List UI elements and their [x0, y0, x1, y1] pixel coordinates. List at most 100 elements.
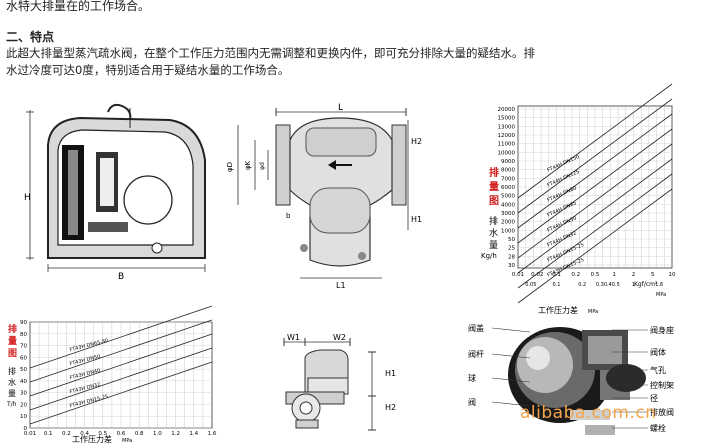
chart2-ylabel-1: 排 — [8, 366, 16, 376]
chart1-series-line — [517, 113, 673, 229]
chart1-ytick: 20000 — [498, 107, 516, 113]
chart2-ylabel-3: 量 — [8, 389, 16, 398]
chart1-ylabel-1: 排 — [489, 215, 498, 227]
chart1-xtick-mpa: 0.2 — [578, 282, 586, 288]
chart1-xtick-mpa: 0.1 — [553, 282, 561, 288]
chart1-ytick: 9000 — [501, 159, 515, 165]
chart2-ytick: 30 — [20, 391, 27, 397]
chart1-xtick: 2 — [632, 272, 636, 278]
chart1-series-line — [517, 83, 673, 199]
chart1-ytick: 50 — [508, 237, 515, 243]
chart1-ytick: 7000 — [501, 176, 515, 182]
dim-h2-label: H2 — [411, 137, 422, 146]
chart2-xtick: 1.2 — [171, 431, 180, 437]
chart1-xtick: 0.1 — [552, 272, 561, 278]
dim-h1-small-label: H1 — [385, 369, 396, 378]
part-label-left: 阀 — [468, 398, 476, 407]
chart1-series-line — [517, 158, 673, 274]
chart1-xunit: Kgf/cm² — [634, 281, 658, 288]
chart2-ytick: 70 — [20, 344, 27, 350]
chart1-xtick: 0.02 — [531, 272, 543, 278]
chart2-series-line — [29, 333, 213, 397]
chart1-ylabel-2: 水 — [489, 227, 498, 239]
chart1-series-line — [517, 173, 673, 289]
chart2-xtick: 0.01 — [24, 431, 36, 437]
chart2-series-line — [29, 305, 213, 369]
chart2-red-label-1: 排 — [8, 323, 17, 335]
dim-h2-small-label: H2 — [385, 403, 396, 412]
chart1-ytick: 6000 — [501, 185, 515, 191]
part-label-right: 阀体 — [650, 347, 666, 357]
chart2-xtick: 0.2 — [62, 431, 71, 437]
part-leader-line — [491, 377, 531, 383]
dim-w1-label: W1 — [287, 333, 300, 342]
chart1-ytick: 15000 — [498, 116, 516, 122]
chart1-red-label-1: 排 — [489, 166, 499, 179]
chart2-xtick: 0.4 — [80, 431, 89, 437]
chart1-xtick-mpa: 1 — [632, 282, 635, 288]
chart2-red-label-3: 图 — [8, 348, 17, 359]
part-label-right: 气孔 — [650, 365, 666, 375]
chart2-yunit: T/h — [6, 401, 17, 408]
chart1-ytick: 11000 — [498, 142, 516, 148]
chart2-ylabel-2: 水 — [8, 377, 16, 387]
chart1-yunit: Kg/h — [481, 252, 497, 260]
feature-paragraph-line-2: 水过冷度可达0度，特别适合用于疑结水量的工作场合。 — [6, 63, 290, 77]
part-label-left: 阀盖 — [468, 323, 484, 333]
section-view-drawing: H B — [24, 103, 206, 282]
chart2-xtick: 1.4 — [189, 431, 198, 437]
chart2-xtick: 0.8 — [135, 431, 144, 437]
chart1-ytick: 4000 — [501, 202, 515, 208]
chart1-red-label-2: 量 — [489, 180, 499, 193]
chart1-series-line — [517, 188, 673, 304]
chart1-xtick: 1 — [613, 272, 617, 278]
chart2-ytick: 80 — [20, 332, 27, 338]
front-view-drawing: L H2 H1 φD φK φd b L1 — [226, 103, 422, 290]
chart1-ytick: 2000 — [501, 220, 515, 226]
chart1-xunit2: MPa — [656, 292, 666, 298]
dim-l-label: L — [338, 103, 343, 113]
chart1-ytick: 25 — [508, 246, 515, 252]
part-label-right: 螺栓 — [650, 423, 666, 433]
part-leader-line — [491, 401, 531, 407]
chart1-ytick: 13000 — [498, 124, 516, 130]
chart2-xtick: 1.6 — [208, 431, 217, 437]
chart2-series-line — [29, 347, 213, 411]
chart1-xtick-mpa: 0.05 — [525, 282, 536, 288]
chart2-xtick: 1.0 — [153, 431, 162, 437]
chart2-ytick: 60 — [20, 355, 27, 361]
small-view-drawing: W1 W2 H1 H2 — [283, 333, 396, 431]
chart2-xtick: 0.6 — [117, 431, 126, 437]
chart1-ytick: 1000 — [501, 228, 515, 234]
dim-phi-k-label: φK — [244, 160, 252, 170]
dim-phi-d-label: φD — [226, 162, 234, 172]
chart1-ytick: 12000 — [498, 133, 516, 139]
chart1-ytick: 3000 — [501, 211, 515, 217]
chart2-red-label-2: 量 — [8, 335, 17, 347]
chart2-ytick: 0 — [24, 426, 28, 432]
chart2-ytick: 10 — [20, 414, 27, 420]
chart1-xtick: 0.2 — [571, 272, 580, 278]
chart1-ytick: 8000 — [501, 168, 515, 174]
chart1-xtick-mpa: 0.30.40.5 — [596, 282, 620, 288]
dim-h-label: H — [24, 193, 31, 203]
chart1-xlabel: 工作压力差 — [538, 305, 578, 315]
chart1-ytick: 5000 — [501, 194, 515, 200]
part-leader-line — [491, 353, 531, 359]
watermark-text: alibaba.com.cn — [520, 403, 657, 423]
feature-paragraph-line-1: 此超大排量型蒸汽疏水阀，在整个工作压力范围内无需调整和更换内件，即可充分排除大量… — [6, 46, 535, 60]
part-leader-line — [491, 327, 531, 333]
section-title: 二、特点 — [6, 30, 55, 44]
chart2-series-line — [29, 319, 213, 383]
dim-phi-d-small-label: φd — [259, 162, 266, 170]
chart1-xlabel-unit: MPa — [588, 309, 598, 315]
chart2-ytick: 50 — [20, 367, 27, 373]
chart1-series-line — [517, 98, 673, 214]
chart1-series-line — [517, 128, 673, 244]
dim-b-label: B — [118, 272, 124, 282]
part-label-right: 排放阀 — [650, 407, 674, 417]
